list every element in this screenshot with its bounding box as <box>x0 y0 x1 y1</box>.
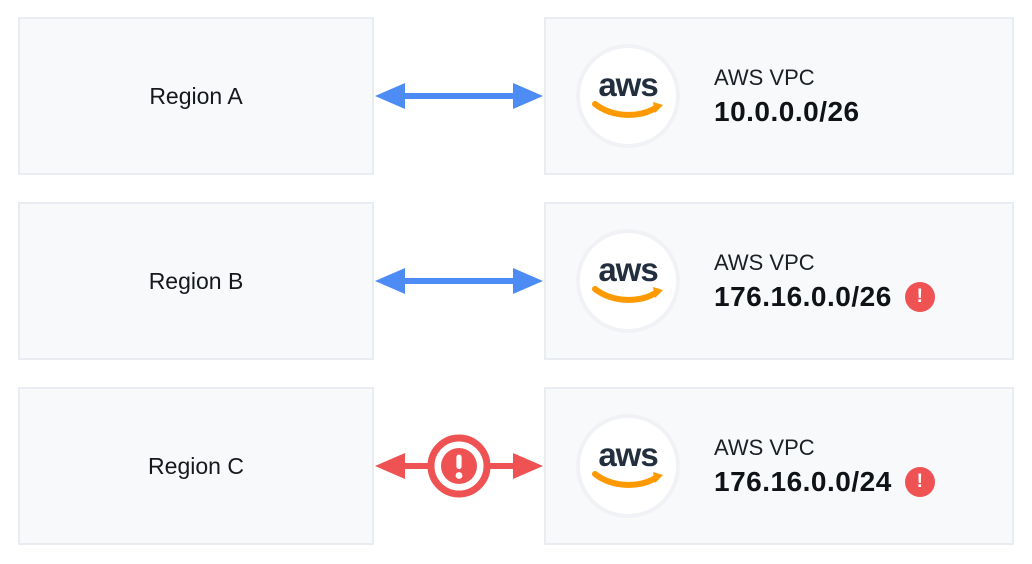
vpc-cidr: 176.16.0.0/26 <box>714 280 892 312</box>
region-label: Region A <box>149 82 243 109</box>
region-card: Region A <box>18 17 374 175</box>
aws-logo-text: aws <box>598 65 658 103</box>
connection-error-icon <box>375 434 543 498</box>
exclamation-icon: ! <box>916 470 923 492</box>
aws-smile-icon <box>592 471 663 488</box>
peering-row: Region A aws <box>18 17 1014 175</box>
aws-logo-text: aws <box>598 435 658 473</box>
exclamation-icon: ! <box>916 285 923 307</box>
aws-logo: aws <box>576 44 680 148</box>
connection <box>374 17 544 175</box>
vpc-cidr: 176.16.0.0/24 <box>714 465 892 497</box>
connection <box>374 202 544 360</box>
aws-logo: aws <box>576 229 680 333</box>
vpc-label: AWS VPC <box>714 64 815 90</box>
vpc-card: aws AWS VPC 176.16.0.0/24 ! <box>544 387 1014 545</box>
aws-smile-icon <box>592 101 663 118</box>
region-card: Region B <box>18 202 374 360</box>
aws-logo: aws <box>576 414 680 518</box>
aws-smile-icon <box>592 286 663 303</box>
vpc-info: AWS VPC 10.0.0.0/26 ! <box>714 65 860 128</box>
vpc-info: AWS VPC 176.16.0.0/26 ! <box>714 250 935 313</box>
vpc-label: AWS VPC <box>714 249 815 275</box>
bidirectional-arrow-icon <box>375 268 543 294</box>
region-label: Region C <box>148 452 244 479</box>
connection <box>374 387 544 545</box>
region-card: Region C <box>18 387 374 545</box>
peering-row: Region B aws <box>18 202 1014 360</box>
vpc-cidr: 10.0.0.0/26 <box>714 95 860 127</box>
aws-logo-text: aws <box>598 250 658 288</box>
vpc-info: AWS VPC 176.16.0.0/24 ! <box>714 435 935 498</box>
peering-row: Region C aws <box>18 387 1014 545</box>
cidr-error-badge: ! <box>904 466 935 497</box>
vpc-card: aws AWS VPC 176.16.0.0/26 ! <box>544 202 1014 360</box>
cidr-error-badge: ! <box>904 281 935 312</box>
bidirectional-arrow-icon <box>375 83 543 109</box>
vpc-label: AWS VPC <box>714 434 815 460</box>
vpc-card: aws AWS VPC 10.0.0.0/26 ! <box>544 17 1014 175</box>
region-label: Region B <box>148 267 244 294</box>
